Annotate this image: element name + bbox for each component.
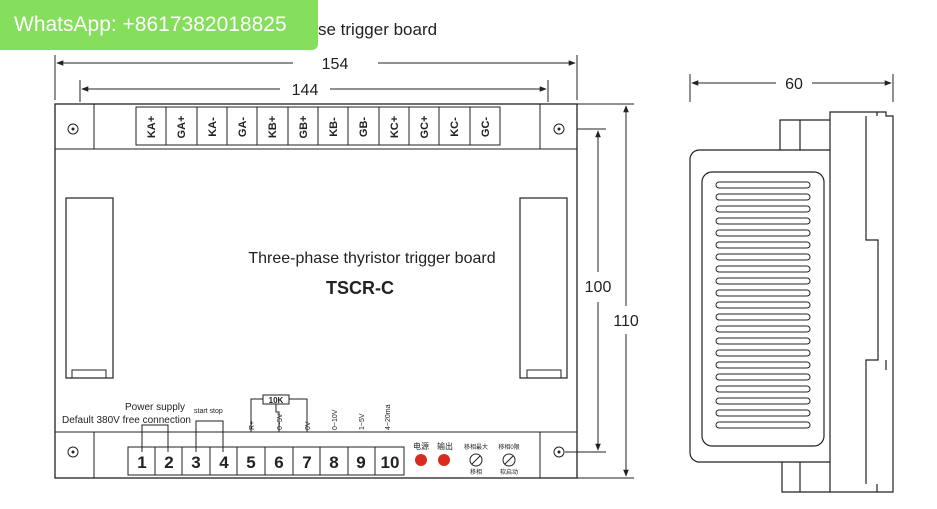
terminal-5: 5: [246, 453, 255, 472]
dim-overall-width: 154: [322, 56, 349, 73]
label-4-20ma: 4~20ma: [385, 404, 392, 430]
resistor-10k: 10K: [250, 394, 308, 432]
side-view: [689, 111, 894, 493]
side-slot-left: [65, 197, 114, 379]
label-0-5v: 0~5V: [277, 413, 284, 430]
terminal-1: 1: [137, 453, 146, 472]
mounting-hole-icon: [67, 123, 565, 458]
terminal-ga-plus: GA+: [176, 116, 188, 139]
caption-text: se trigger board: [318, 20, 437, 39]
bottom-terminal-strip: 1 2 3 4 5 6 7 8 9 10: [127, 446, 405, 476]
label-led-output: 输出: [437, 441, 453, 451]
label-led-power: 电源: [413, 441, 429, 451]
terminal-7: 7: [302, 453, 311, 472]
dim-inner-width: 144: [292, 82, 319, 99]
terminal-6: 6: [274, 453, 283, 472]
label-knob-left-top: 移相最大: [464, 443, 488, 451]
potentiometer-left-icon: [469, 453, 483, 467]
terminal-4: 4: [219, 453, 229, 472]
board-model: TSCR-C: [326, 278, 394, 298]
label-knob-right-top: 移相0限: [498, 443, 519, 451]
terminal-kc-plus: KC+: [389, 116, 401, 138]
terminal-gb-minus: GB-: [358, 117, 370, 138]
label-default-380v: Default 380V free connection: [62, 415, 191, 426]
label-power-supply: Power supply: [125, 402, 185, 413]
board-outline: [54, 103, 578, 479]
label-start-stop: start stop: [194, 408, 223, 415]
vent-slots: [715, 181, 811, 429]
terminal-9: 9: [356, 453, 365, 472]
potentiometer-right-icon: [502, 453, 516, 467]
side-slot-right: [519, 197, 568, 379]
terminal-ka-minus: KA-: [207, 117, 219, 137]
terminal-3: 3: [191, 453, 200, 472]
terminal-ka-plus: KA+: [146, 116, 158, 138]
label-r-plus: R+: [249, 421, 256, 430]
terminal-8: 8: [329, 453, 338, 472]
terminal-10: 10: [381, 453, 400, 472]
terminal-ga-minus: GA-: [237, 117, 249, 138]
dim-inner-height: 100: [585, 279, 612, 296]
label-resistor: 10K: [269, 396, 284, 405]
terminal-kc-minus: KC-: [449, 117, 461, 137]
terminal-gc-plus: GC+: [419, 116, 431, 139]
dim-overall-height: 110: [613, 313, 639, 330]
terminal-kb-plus: KB+: [267, 116, 279, 138]
label-1-5v: 1~5V: [359, 413, 366, 430]
label-knob-right-bottom: 软启动: [500, 468, 518, 476]
terminal-gc-minus: GC-: [480, 117, 492, 138]
power-led-icon: [415, 454, 427, 466]
label-knob-left-bottom: 移相: [470, 468, 482, 476]
terminal-gb-plus: GB+: [298, 116, 310, 139]
whatsapp-watermark: WhatsApp: +8617382018825: [0, 0, 318, 50]
label-0v: 0V: [305, 421, 312, 430]
top-terminal-strip: KA+ GA+ KA- GA- KB+ GB+ KB- GB- KC+ GC+ …: [135, 106, 501, 146]
terminal-2: 2: [164, 453, 173, 472]
label-0-10v: 0~10V: [332, 409, 339, 430]
output-led-icon: [438, 454, 450, 466]
dim-depth: 60: [785, 76, 803, 93]
terminal-kb-minus: KB-: [328, 117, 340, 137]
board-description: Three-phase thyristor trigger board: [248, 250, 495, 267]
